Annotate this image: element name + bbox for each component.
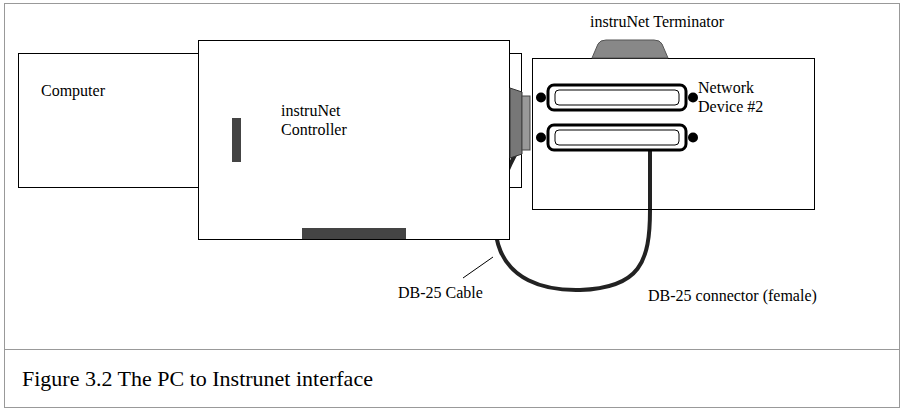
cable-label: DB-25 Cable <box>398 283 483 302</box>
connector-label: DB-25 connector (female) <box>648 286 817 305</box>
outer-frame <box>5 4 900 408</box>
figure-caption: Figure 3.2 The PC to Instrunet interface <box>22 366 373 392</box>
cable-end <box>648 151 652 209</box>
network-device-box: Network Device #2 <box>532 58 815 210</box>
db25-plug-shell <box>522 96 530 150</box>
node-text: Network Device #2 <box>698 78 798 116</box>
terminator-plug <box>592 40 668 58</box>
db25-socket <box>536 125 698 150</box>
db25-plug <box>510 88 522 158</box>
card-bracket <box>232 118 241 162</box>
leader-line <box>463 257 493 278</box>
db25-socket <box>536 85 698 110</box>
node-text: Computer <box>41 81 161 100</box>
node-text: instruNet Controller <box>281 101 371 139</box>
controller-card: instruNet Controller <box>198 40 510 240</box>
terminator-label: instruNet Terminator <box>590 12 724 31</box>
caption-divider <box>5 349 900 350</box>
card-edge-connector <box>302 228 406 239</box>
